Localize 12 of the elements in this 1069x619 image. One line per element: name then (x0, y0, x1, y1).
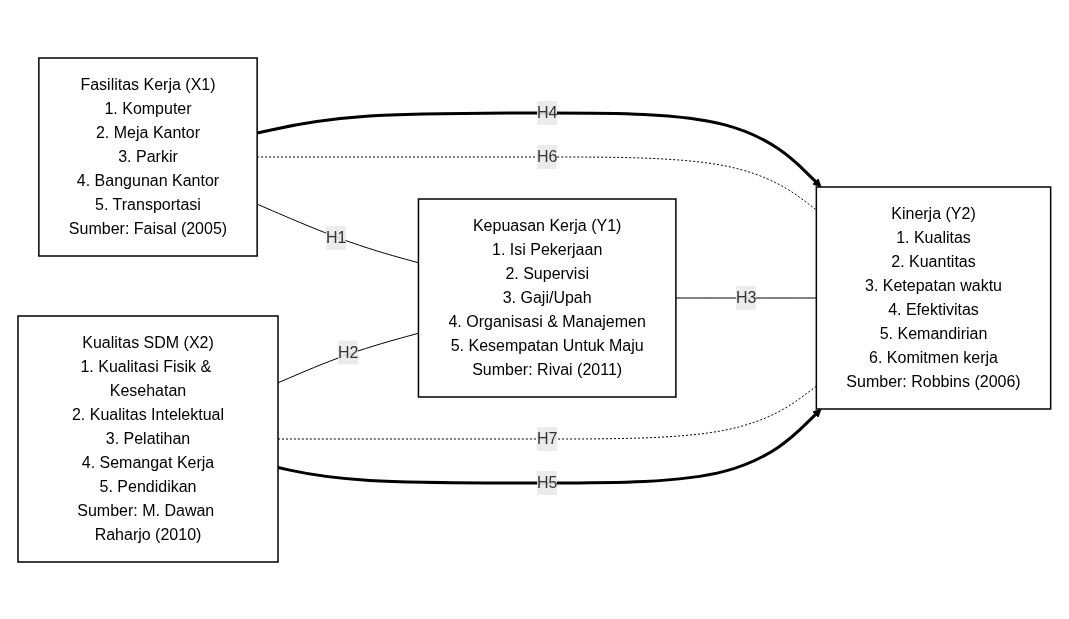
node-box: Kualitas SDM (X2) 1. Kualitasi Fisik & Kesehatan 2. Kualitas Intelektual 3. Pelatihan 4. Semangat Kerja 5. Pendidikan Sumber: M. Dawan Raharjo (2010) (17, 314, 279, 563)
edge-label: H3 (736, 288, 757, 306)
edge-label: H7 (537, 429, 558, 447)
arrow (257, 111, 822, 187)
node-box: Kepuasan Kerja (Y1) 1. Isi Pekerjaan 2. Supervisi 3. Gaji/Upah 4. Organisasi & Manajemen 5. Kesempatan Untuk Maju Sumber: Rivai (2011) (417, 197, 677, 398)
node-box: Kinerja (Y2) 1. Kualitas 2. Kuantitas 3. Ketepatan waktu 4. Efektivitas 5. Kemandirian 6. Komitmen kerja Sumber: Robbins (2006) (815, 185, 1052, 410)
edge-label: H6 (537, 147, 558, 165)
edge-label: H5 (537, 473, 558, 491)
edge-label: H2 (338, 343, 359, 360)
edge-label: H4 (537, 103, 558, 121)
node-box: Fasilitas Kerja (X1) 1. Komputer 2. Meja Kantor 3. Parkir 4. Bangunan Kantor 5. Transportasi Sumber: Faisal (2005) (38, 56, 259, 257)
edge-label: H1 (326, 228, 347, 246)
